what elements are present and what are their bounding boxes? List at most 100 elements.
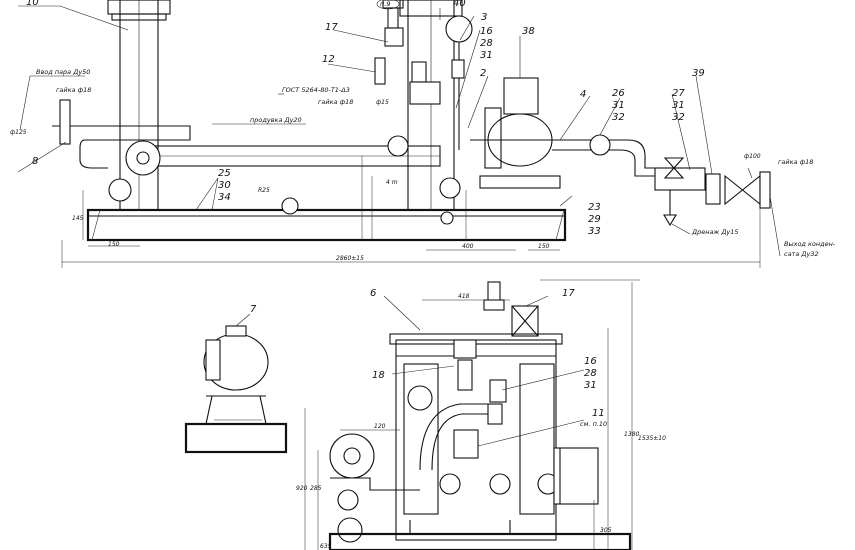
end-xbox [511, 305, 539, 337]
dim-d15: ф15 [376, 99, 389, 106]
callout-4: 4 [580, 89, 586, 100]
base-bolt [440, 211, 454, 225]
callout-25: 25 [218, 168, 231, 179]
callout-11-sub: см. п.10 [580, 420, 607, 428]
gauge-left [108, 178, 132, 202]
note-gost: ГОСТ 5264-80-Т1-Δ3 [282, 86, 350, 94]
dim-d150b: 150 [538, 243, 550, 250]
dim-d4m: 4 m [386, 179, 398, 186]
pressure-gauge-top [445, 15, 473, 43]
callout-40: 40 [453, 0, 466, 9]
leaders-front [17, 5, 781, 257]
leader-7 [235, 313, 251, 327]
dim-d285: 285 [310, 485, 322, 492]
callout-labels: 10 п.9 17 40 3 16 28 31 38 12 2 8 4 39 2… [26, 0, 705, 428]
note-labels: Ввод пара Ду50 гайка ф18 ГОСТ 5264-80-Т1… [36, 68, 836, 258]
left-vessel-ring [111, 13, 167, 21]
end-top-stack-base [483, 299, 505, 311]
front-view [17, 0, 781, 268]
note-cond-out-2: сата Ду32 [784, 250, 819, 258]
callout-16b: 16 [584, 356, 597, 367]
callout-32b: 32 [612, 112, 625, 123]
end-trap-body [453, 429, 479, 459]
side-tank-top-flange [225, 325, 247, 337]
end-valve-stem [457, 359, 473, 391]
valve-block-1 [384, 27, 404, 47]
dim-r25: R25 [258, 187, 270, 194]
discharge-pipe-end [654, 167, 706, 191]
callout-10: 10 [26, 0, 39, 8]
end-valve-mid [489, 379, 507, 403]
callout-n9: п.9 [380, 0, 390, 8]
callout-23: 23 [588, 202, 601, 213]
callout-7: 7 [250, 304, 257, 315]
callout-3: 3 [481, 12, 487, 23]
callout-33: 33 [588, 226, 601, 237]
callout-34: 34 [218, 192, 231, 203]
handwheel-left [125, 140, 161, 176]
end-inlet-pipe [330, 477, 420, 491]
end-gauge-left [407, 385, 433, 411]
note-cond-out-1: Выход конден- [784, 240, 836, 248]
callout-29: 29 [588, 214, 601, 225]
gate-valve-right [724, 174, 761, 206]
end-gauge-low [337, 517, 363, 543]
note-nut18-c: гайка ф18 [778, 158, 813, 166]
callout-39: 39 [692, 68, 705, 79]
note-drain: Дренаж Ду15 [691, 228, 739, 236]
callout-n9-ring [376, 0, 400, 10]
side-frame-leg-r [259, 395, 267, 425]
callout-32a: 32 [672, 112, 685, 123]
callout-28a: 28 [480, 38, 493, 49]
side-base [184, 422, 288, 454]
base-frame [86, 208, 567, 242]
callout-31c: 31 [612, 100, 625, 111]
end-gauge-bottom [337, 489, 359, 511]
callout-16a: 16 [480, 26, 493, 37]
check-valve [663, 157, 685, 179]
callout-27: 27 [672, 88, 685, 99]
handwheel-hub-left [136, 151, 150, 165]
steam-inlet-pipe [52, 125, 191, 169]
callout-8: 8 [32, 156, 38, 167]
right-flange-1 [705, 173, 721, 205]
end-top-stack [487, 281, 501, 303]
callout-12: 12 [322, 54, 335, 65]
trap-body [409, 81, 441, 105]
note-nut18-a: гайка ф18 [56, 86, 91, 94]
note-purge: продувка Ду20 [250, 116, 302, 124]
dims-front [61, 156, 761, 268]
dim-d635: 635 [320, 543, 332, 550]
dim-d305: 305 [600, 527, 612, 534]
pump-motor-cap [503, 77, 539, 115]
note-nut18-b: гайка ф18 [318, 98, 353, 106]
callout-18: 18 [372, 370, 385, 381]
end-view [304, 279, 640, 550]
end-handwheel-mid2 [489, 473, 511, 495]
end-valve-low [487, 403, 503, 425]
inlet-flange [59, 99, 71, 145]
end-handwheel-left [329, 433, 375, 479]
handwheel-low [439, 177, 461, 199]
base-hatch [91, 209, 565, 241]
dim-d125: ф125 [10, 129, 27, 136]
handwheel-mid [387, 135, 409, 157]
end-pipe-bend-inner [431, 413, 500, 471]
dim-d145: 145 [72, 215, 84, 222]
callout-38: 38 [522, 26, 535, 37]
dim-d1535: 1535±10 [638, 435, 666, 442]
end-pipe-bend [419, 403, 500, 471]
base-support [281, 197, 299, 215]
gauge-valve [451, 59, 465, 79]
pump-base [479, 175, 561, 189]
callout-2: 2 [480, 68, 486, 79]
callout-31b: 31 [672, 100, 685, 111]
end-motor [553, 447, 599, 505]
top-valve-stem [387, 7, 399, 29]
dim-d100: ф100 [744, 153, 761, 160]
handwheel-right [589, 134, 611, 156]
dim-d2860: 2860±15 [336, 255, 364, 262]
callout-6: 6 [370, 288, 376, 299]
